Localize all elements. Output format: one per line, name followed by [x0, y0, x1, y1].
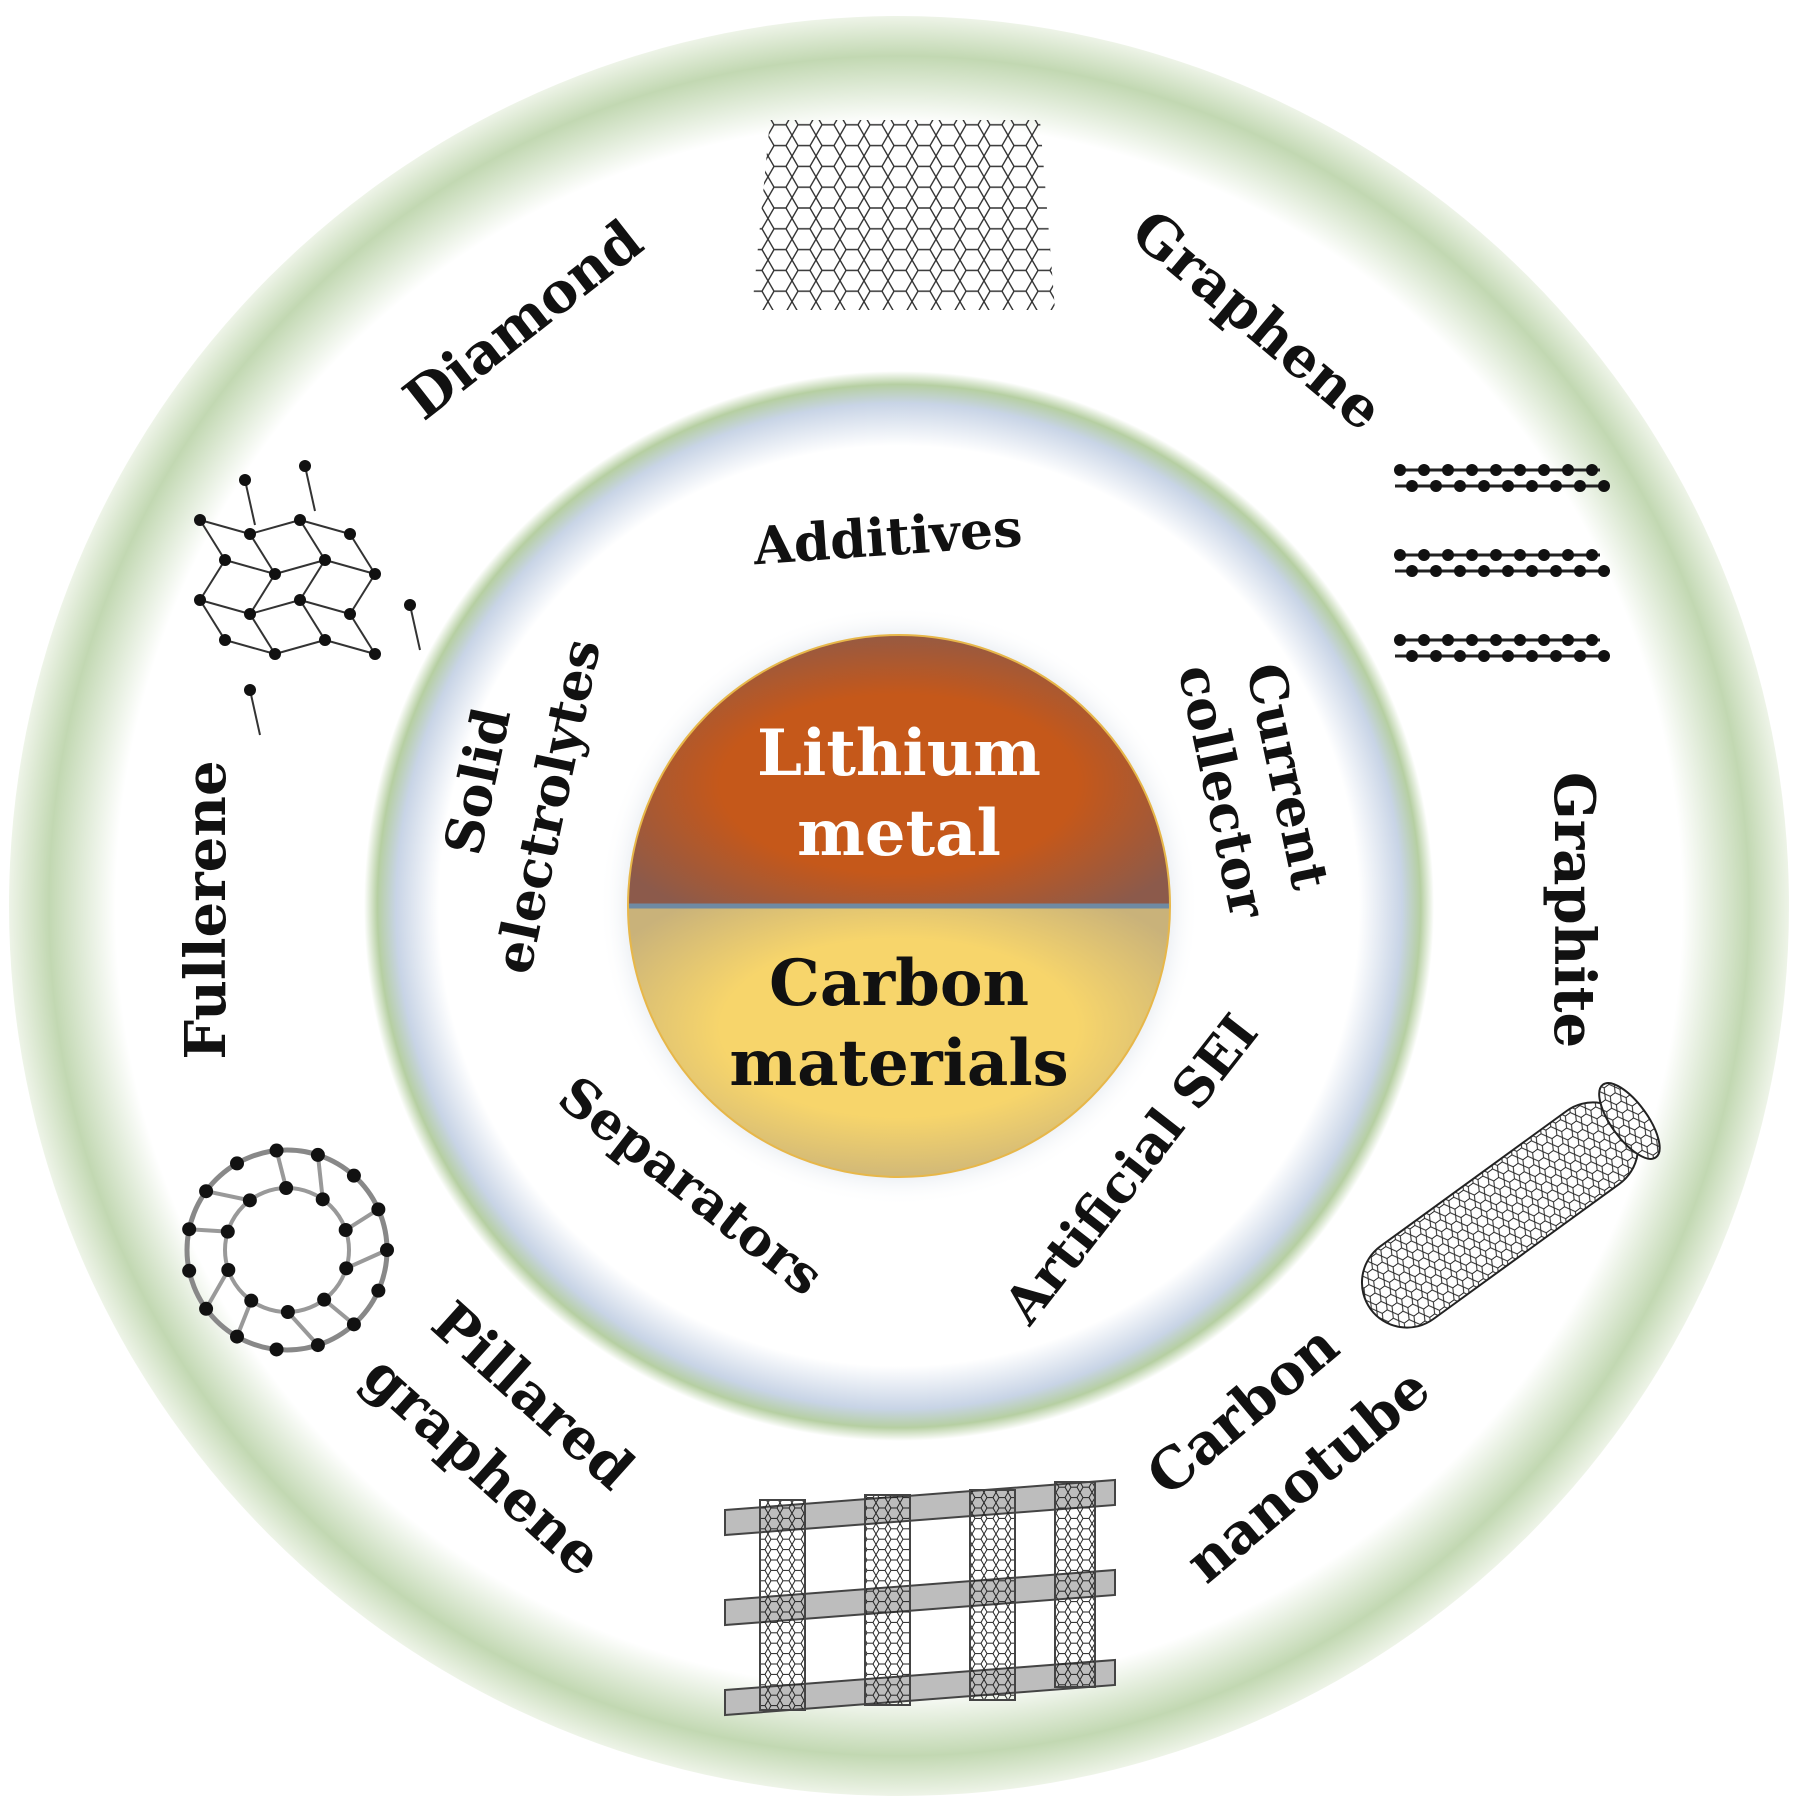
graphite-layers-icon	[1394, 464, 1610, 662]
core-bottom-line-1: Carbon	[769, 946, 1029, 1021]
core-bottom-line-2: materials	[729, 1026, 1068, 1101]
fullerene-icon	[182, 1143, 394, 1357]
label-fullerene: Fullerene	[173, 760, 239, 1059]
carbon-nanotube-icon	[1344, 1082, 1661, 1346]
carbon-materials-half	[628, 906, 1170, 1177]
diamond-lattice-icon	[194, 460, 421, 736]
graphene-sheet-icon	[752, 120, 1055, 310]
lithium-metal-half	[628, 635, 1170, 906]
core-top-line-2: metal	[797, 796, 1001, 871]
core-circle: Lithium metal Carbon materials	[627, 634, 1171, 1178]
core-top-line-1: Lithium	[757, 716, 1041, 791]
label-graphite: Graphite	[1541, 772, 1607, 1048]
pillared-graphene-icon	[724, 1478, 1116, 1717]
